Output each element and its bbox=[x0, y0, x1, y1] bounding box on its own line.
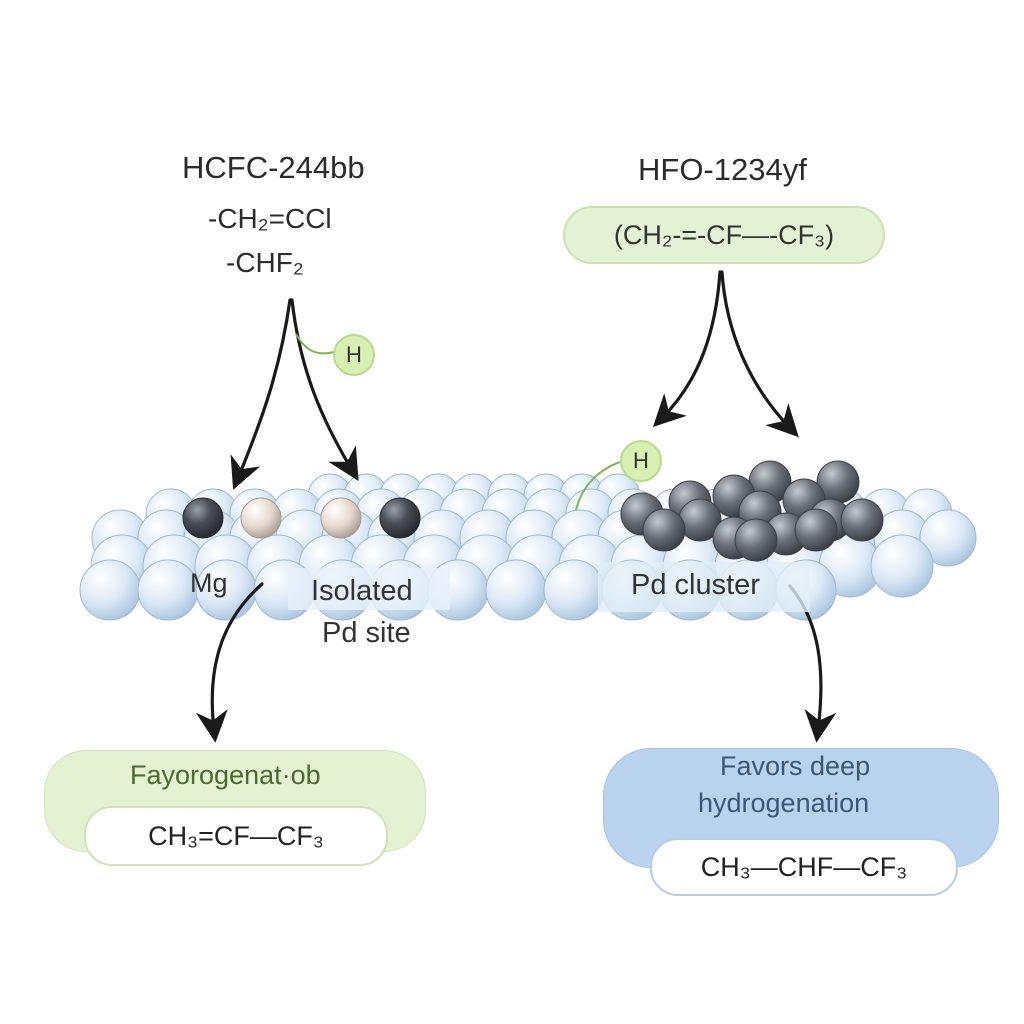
reactant-formula-line1: -CH₂=CCl bbox=[208, 203, 332, 234]
isolated-site-label-backdrop bbox=[288, 568, 450, 610]
hydrogen-badge-right: H bbox=[620, 440, 662, 482]
reactant-name-hcfc-244bb: HCFC-244bb bbox=[182, 150, 365, 185]
deep-hydrogenation-title-line1: Favors deep bbox=[720, 751, 871, 781]
hydrogen-badge-left: H bbox=[333, 334, 375, 376]
semihydrogenation-product-formula: CH₃=CF—CF₃ bbox=[84, 806, 388, 866]
hydrogen-lines bbox=[295, 333, 621, 511]
pd-cluster-atom bbox=[642, 508, 686, 552]
isolated-pd-atom bbox=[320, 497, 362, 539]
product-formula-pill: (CH₂-=-CF—-CF₃) bbox=[563, 206, 885, 264]
reactant-formula-line2: -CHF₂ bbox=[226, 247, 304, 278]
arrow-left-to-pd-site bbox=[290, 298, 359, 481]
mg-label: Mg bbox=[190, 568, 228, 598]
arrow-right-to-support bbox=[652, 270, 722, 428]
pd-cluster-atom bbox=[794, 508, 838, 552]
mg-atom bbox=[379, 497, 421, 539]
h-line-left bbox=[295, 333, 335, 355]
support-sphere bbox=[79, 559, 141, 621]
surface-atoms bbox=[182, 460, 884, 562]
support-sphere bbox=[870, 534, 934, 598]
pd-cluster-label-backdrop bbox=[598, 562, 810, 612]
deep-hydrogenation-title-line2: hydrogenation bbox=[698, 788, 870, 818]
isolated-pd-atom bbox=[240, 497, 282, 539]
isolated-site-label-line2: Pd site bbox=[322, 617, 411, 649]
pd-cluster-label: Pd cluster bbox=[631, 569, 760, 601]
semihydrogenation-title: Fayorogenat·ob bbox=[130, 760, 321, 790]
arrow-right-to-cluster bbox=[720, 270, 799, 438]
pd-cluster-atom bbox=[840, 498, 884, 542]
support-sphere bbox=[485, 559, 547, 621]
mg-atom bbox=[182, 497, 224, 539]
isolated-site-label-line1: Isolated bbox=[311, 575, 413, 607]
pd-cluster-atom bbox=[734, 518, 778, 562]
support-sphere bbox=[137, 559, 199, 621]
arrow-left-to-mg bbox=[230, 298, 292, 490]
deep-hydrogenation-product-formula: CH₃—CHF—CF₃ bbox=[650, 838, 958, 896]
h-line-right bbox=[575, 461, 621, 511]
product-name-hfo-1234yf: HFO-1234yf bbox=[638, 152, 807, 187]
support-sphere bbox=[543, 559, 605, 621]
arrow-mg-to-semihydrogenation bbox=[195, 582, 264, 743]
support-sphere bbox=[919, 509, 977, 567]
